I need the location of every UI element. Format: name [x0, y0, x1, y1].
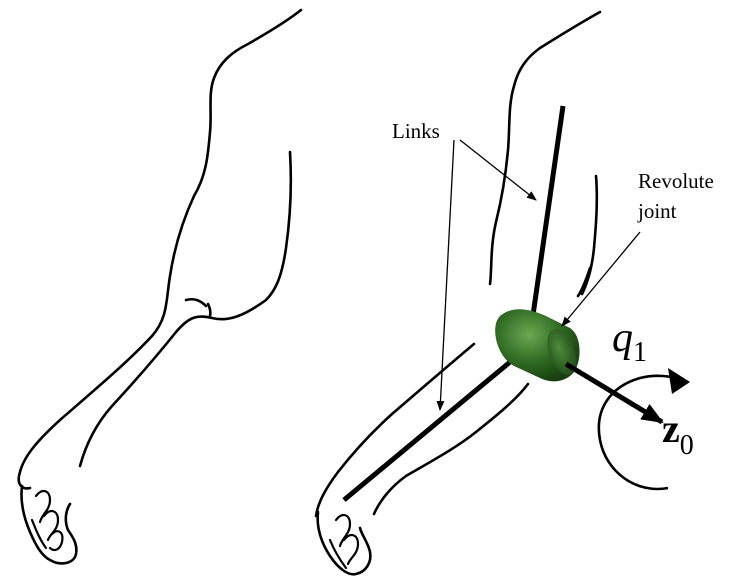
right-arm-inner-contour	[578, 176, 597, 296]
revolute-leader	[562, 232, 640, 326]
revolute-label-line2: joint	[638, 196, 714, 226]
z0-subscript: 0	[680, 430, 694, 461]
left-elbow-mark-2	[208, 304, 210, 316]
z0-label: z0	[662, 405, 694, 462]
right-arm-forearm-outer	[316, 344, 474, 516]
z0-symbol: z	[662, 406, 680, 451]
links-label: Links	[392, 119, 440, 144]
q1-symbol: q	[612, 315, 633, 361]
left-arm-outer-contour	[19, 10, 301, 488]
links-leader-lower	[440, 140, 454, 410]
q1-label: q1	[612, 314, 647, 369]
upper-link	[530, 106, 563, 336]
right-arm-forearm-inner	[374, 384, 528, 514]
rotation-arrowhead	[668, 368, 690, 394]
revolute-joint	[495, 309, 582, 381]
links-leader-upper	[460, 140, 536, 200]
left-arm-inner-contour	[80, 152, 291, 466]
left-hand-fingers	[32, 491, 62, 550]
revolute-joint-label: Revolute joint	[638, 166, 714, 226]
left-elbow-mark	[186, 299, 206, 306]
revolute-label-line1: Revolute	[638, 166, 714, 196]
q1-subscript: 1	[633, 337, 647, 368]
links	[344, 106, 563, 500]
left-arm-sketch	[19, 10, 301, 563]
